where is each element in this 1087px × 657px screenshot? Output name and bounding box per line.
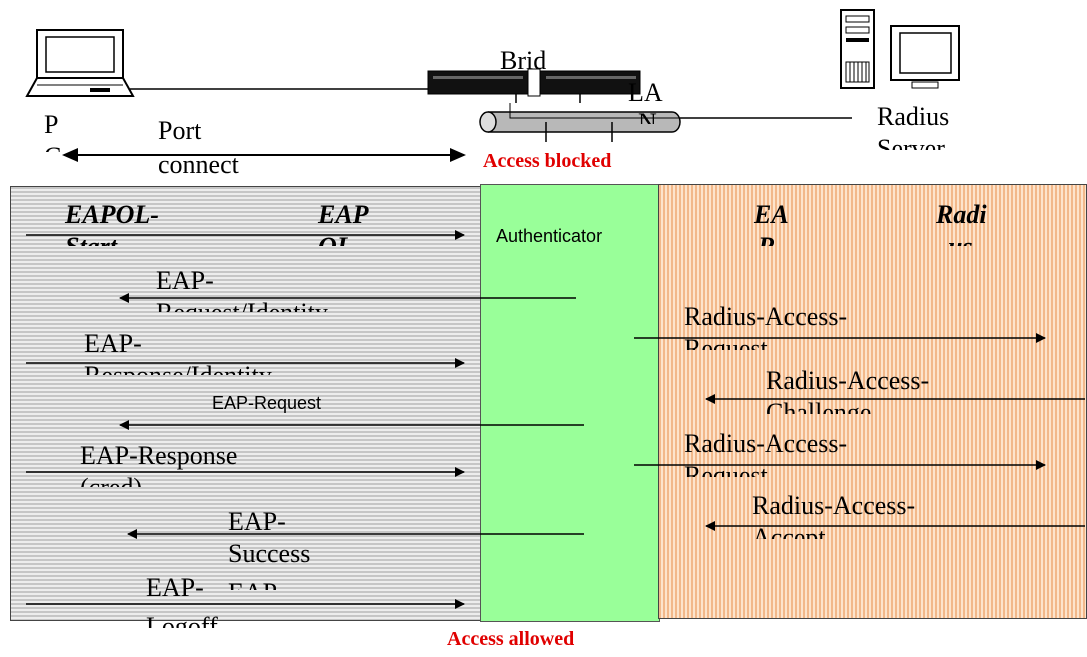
radius-request-1-label: Radius-Access- [684,302,848,331]
server-column-1-b: P [758,232,798,246]
radius-request-2-label: Radius-Access- [684,429,848,458]
supplicant-column-2: EAP [318,200,369,229]
lan-cylinder-icon [479,103,681,142]
supplicant-panel [10,186,484,621]
pc-label-2: C [44,142,72,152]
radius-challenge-label: Radius-Access- [766,366,930,395]
port-label: Port [158,116,202,145]
eap-logoff-label-c: EAP [228,578,308,590]
bridge-label: Brid [500,46,547,71]
eap-request-label: EAP-Request [212,393,322,413]
eap-success-label: EAP- [228,507,286,536]
supplicant-column-2-b: OL [318,232,398,246]
radius-label: Radius [877,102,950,131]
radius-request-2-label-b: Request [684,461,768,477]
server-column-2: Radi [936,200,987,229]
access-allowed-label: Access allowed [447,628,575,650]
monitor-icon [890,25,960,89]
pc-label: P [44,110,59,139]
radius-accept-label: Radius-Access- [752,491,916,520]
server-panel [658,184,1087,619]
eap-response-label: EAP-Response [80,441,238,470]
server-icon [840,9,875,89]
server-column-1: EA [754,200,789,229]
eap-request-identity-label: EAP- [156,266,214,295]
lan-label: LA [628,78,663,107]
access-blocked-label: Access blocked [483,150,612,172]
eap-response-identity-label: EAP- [84,329,142,358]
authenticator-title: Authenticator [496,226,603,246]
eap-success-label-b: Success [228,539,311,568]
eap-logoff-label-b: Logoff [146,612,218,628]
eap-logoff-label: EAP- [146,573,204,602]
radius-accept-label-b: Accept [752,523,826,539]
radius-request-1-label-b: Request [684,334,768,350]
radius-label-2: Server [877,134,945,150]
server-column-2-b: us [948,232,1008,246]
bridge-icon [427,68,641,103]
laptop-icon [25,29,135,97]
eap-response-identity-label-b: Response/Identity [84,361,324,375]
eap-request-identity-label-b: Request/Identity [156,298,396,312]
lan-label-2: N [638,108,657,124]
port-label-2: connect [158,150,239,174]
authenticator-panel [480,184,660,622]
supplicant-column-1: EAPOL- [65,200,159,229]
supplicant-column-1-b: Start [65,232,165,246]
radius-challenge-label-b: Challenge [766,398,872,414]
eap-response-label-b: (cred) [80,473,180,487]
